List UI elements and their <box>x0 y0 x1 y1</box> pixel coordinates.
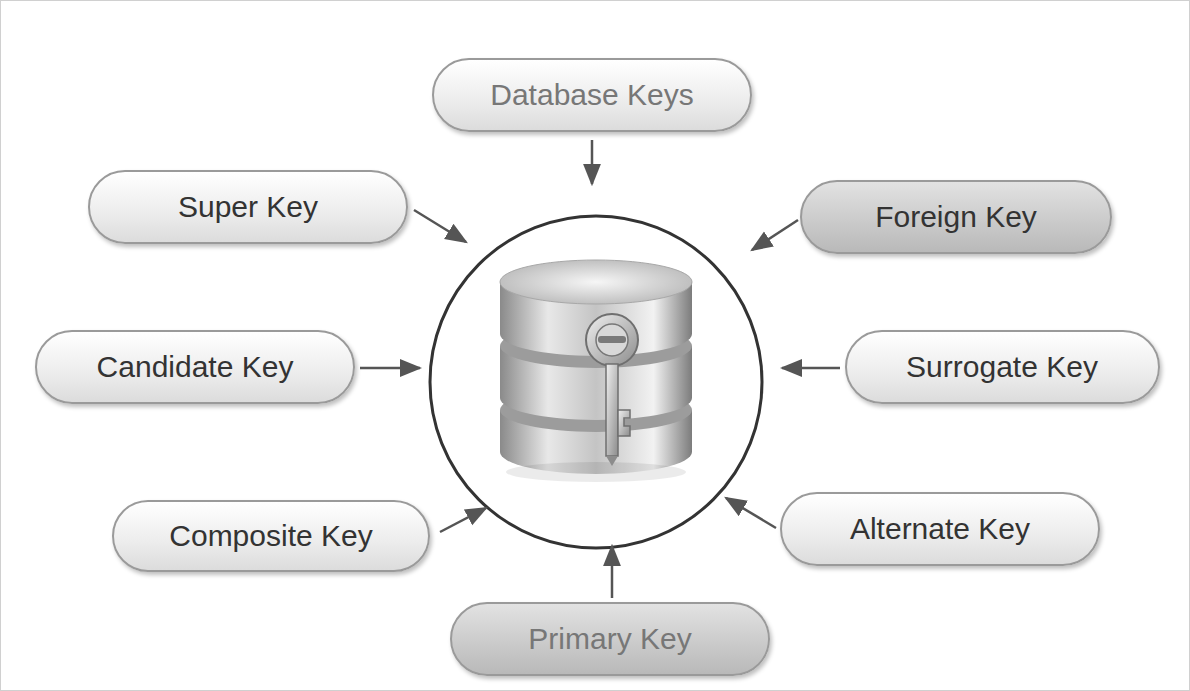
key-pill: Super Key <box>88 170 408 244</box>
key-pill: Database Keys <box>432 58 752 132</box>
key-pill: Foreign Key <box>800 180 1112 254</box>
key-pill: Candidate Key <box>35 330 355 404</box>
key-pill: Composite Key <box>112 500 430 572</box>
key-label: Foreign Key <box>875 200 1037 235</box>
key-label: Super Key <box>178 190 318 225</box>
key-pill: Primary Key <box>450 602 770 676</box>
key-pill: Alternate Key <box>780 492 1100 566</box>
key-label: Primary Key <box>528 622 691 657</box>
key-pill: Surrogate Key <box>845 330 1160 404</box>
key-label: Composite Key <box>169 519 372 554</box>
key-label: Surrogate Key <box>906 350 1098 385</box>
key-label: Database Keys <box>490 78 693 113</box>
key-label: Candidate Key <box>97 350 294 385</box>
key-label: Alternate Key <box>850 512 1030 547</box>
